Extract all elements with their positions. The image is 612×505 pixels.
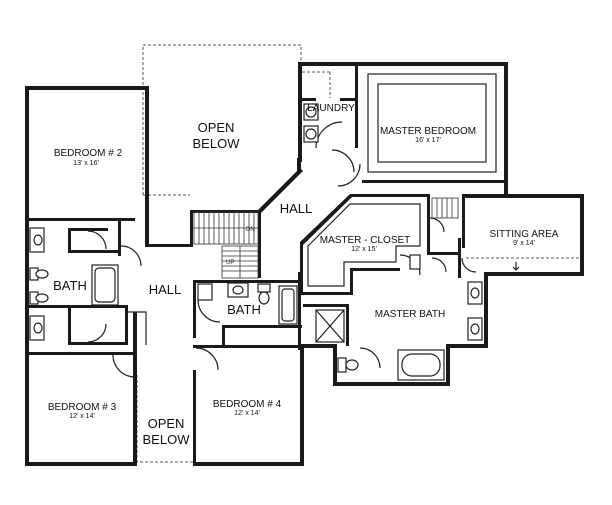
staircase <box>193 197 459 279</box>
bedroom3-dims: 12' x 14' <box>69 413 95 420</box>
bedroom2-name: BEDROOM # 2 <box>54 148 123 159</box>
stair-label-up: UP <box>226 260 234 266</box>
bath-left-label: BATH <box>53 278 87 293</box>
laundry-label: LAUNDRY <box>307 103 355 114</box>
tray-ceiling <box>367 73 497 173</box>
open-below-top-line2: BELOW <box>193 136 241 151</box>
interior-walls <box>25 62 507 466</box>
hall-upper-label: HALL <box>280 201 313 216</box>
closet-shelving <box>128 203 421 345</box>
bedroom4-dims: 12' x 14' <box>234 410 260 417</box>
open-below-top-outline <box>142 44 302 196</box>
bedroom3-name: BEDROOM # 3 <box>48 402 117 413</box>
open-below-bottom-line2: BELOW <box>143 432 191 447</box>
master-closet-name: MASTER - CLOSET <box>320 235 411 246</box>
sitting-area-dims: 9' x 14' <box>513 240 535 247</box>
master-bedroom-dims: 16' x 17' <box>415 137 441 144</box>
bath-center-label: BATH <box>227 302 261 317</box>
open-below-top-line1: OPEN <box>198 120 235 135</box>
master-bedroom-name: MASTER BEDROOM <box>380 126 476 137</box>
open-below-bottom-line1: OPEN <box>148 416 185 431</box>
exterior-walls <box>25 62 584 466</box>
fixtures <box>29 71 483 381</box>
stair-label-down: DN <box>246 227 255 233</box>
hall-left-label: HALL <box>149 282 182 297</box>
sitting-area-name: SITTING AREA <box>490 229 559 240</box>
bedroom4-name: BEDROOM # 4 <box>213 399 282 410</box>
master-bath-label: MASTER BATH <box>375 309 445 320</box>
master-closet-dims: 12' x 15' <box>351 246 377 253</box>
bedroom2-dims: 13' x 16' <box>73 160 99 167</box>
sitting-area-arrow-icon <box>512 262 520 271</box>
